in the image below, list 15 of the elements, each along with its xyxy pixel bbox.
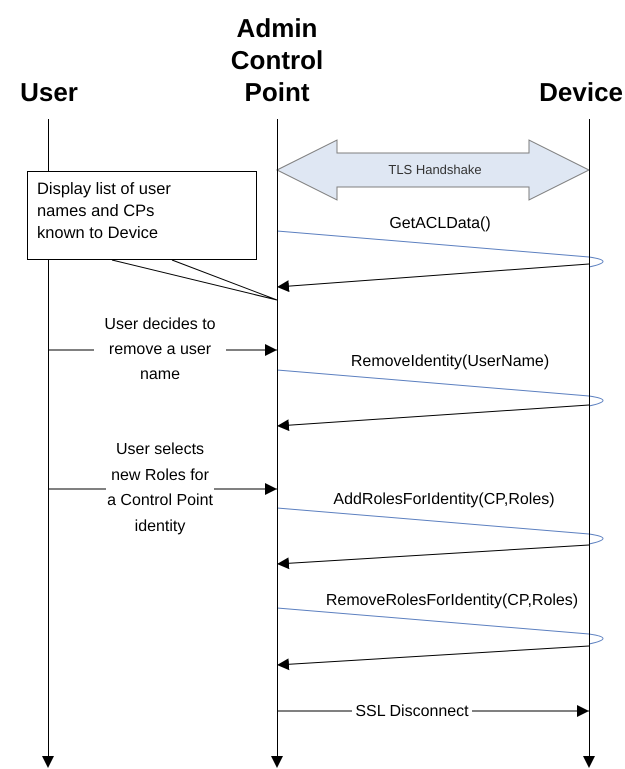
message-arrow — [276, 646, 590, 670]
double-block-arrow — [276, 139, 590, 201]
edge-label: RemoveRolesForIdentity(CP,Roles) — [324, 591, 580, 611]
lifeline-heading: User — [4, 76, 94, 108]
message-arrow — [276, 404, 590, 432]
lifeline-heading: Device — [539, 76, 623, 108]
edge-label: RemoveIdentity(UserName) — [350, 352, 550, 372]
callout-pointer — [112, 260, 278, 300]
edge-label: TLS Handshake — [387, 161, 483, 179]
edge-label: AddRolesForIdentity(CP,Roles) — [332, 490, 556, 510]
note-box: Display list of user names and CPs known to Device — [27, 171, 257, 260]
lifeline-heading: Admin Control Point — [212, 12, 342, 108]
message-arrow — [276, 264, 590, 292]
message-arrow — [276, 544, 590, 570]
edge-label: GetACLData() — [388, 214, 492, 234]
